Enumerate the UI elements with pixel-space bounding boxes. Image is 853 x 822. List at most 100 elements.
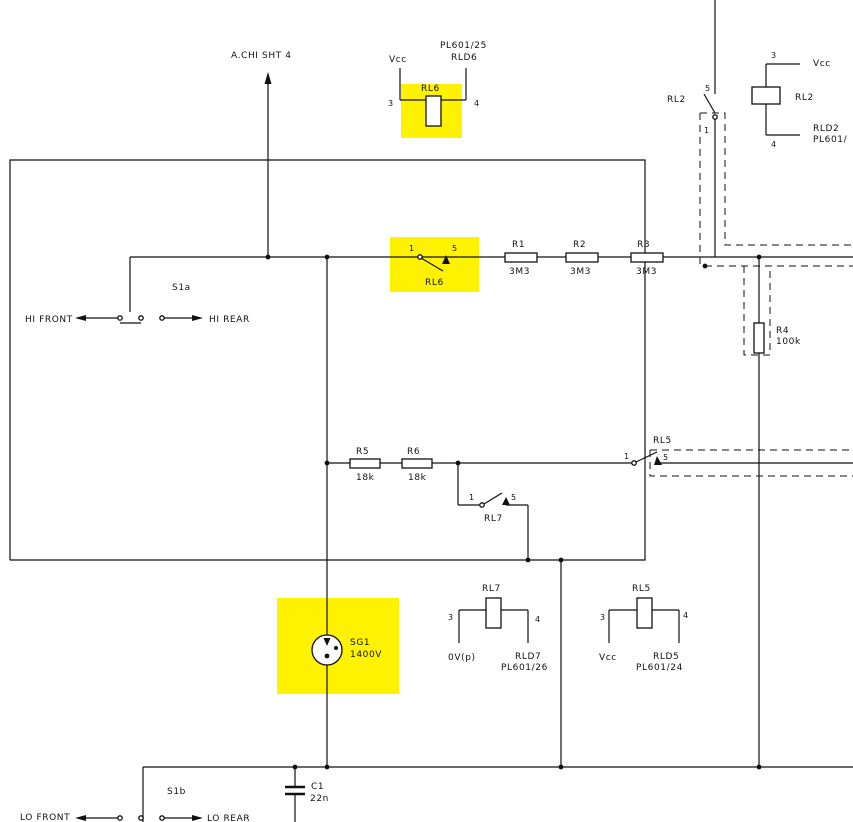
rl6-switch-arrow-icon [442, 255, 450, 264]
hi-rear-arrow-icon [192, 315, 203, 321]
rl7-pin3: 3 [448, 613, 453, 622]
rl5-sw-pin1: 1 [624, 452, 629, 461]
r1-label: R1 [512, 240, 525, 250]
r5-value: 18k [356, 473, 375, 483]
rld5-label: RLD5 [653, 652, 679, 662]
rl6-switch-blade [420, 257, 444, 272]
s1a-label: S1a [172, 283, 191, 293]
achi-arrow-icon [264, 72, 272, 84]
rl5-dashed-bottom [649, 450, 853, 477]
sg1-label: SG1 [350, 638, 370, 648]
r4-label: R4 [776, 326, 789, 336]
rl2-sw-pin5: 5 [705, 84, 710, 93]
pl601-rl2-label: PL601/ [813, 135, 848, 145]
r6-label: R6 [407, 447, 420, 457]
rl6-sw-pin5: 5 [452, 244, 457, 253]
s1b-contact-right [159, 815, 165, 821]
resistor-r1 [504, 252, 538, 263]
c1-label: C1 [311, 782, 324, 792]
junction-dot [558, 764, 564, 770]
rl6-pin4: 4 [474, 99, 479, 108]
hi-rear-label: HI REAR [209, 315, 250, 325]
rl6-pin3: 3 [388, 99, 393, 108]
r4-value: 100k [776, 337, 801, 347]
rl2-coil-box [751, 86, 781, 105]
pl601-24-label: PL601/24 [636, 663, 683, 673]
rl2-coil-pin3: 3 [771, 51, 776, 60]
junction-dot [324, 764, 330, 770]
hi-front-arrow-icon [75, 315, 86, 321]
s1b-contact-left [117, 815, 123, 821]
s1a-contact-mid [138, 315, 144, 321]
achi-label: A.CHI SHT 4 [231, 51, 292, 61]
rl7-switch-blade [483, 492, 503, 505]
r1-value: 3M3 [509, 267, 530, 277]
rl6-sw-pin1: 1 [409, 244, 414, 253]
s1b-label: S1b [167, 787, 186, 797]
pl601-25-label: PL601/25 [440, 41, 487, 51]
resistor-r4 [753, 322, 765, 354]
rl7-sw-pin5: 5 [511, 493, 516, 502]
rl2-vcc-label: Vcc [813, 59, 831, 69]
rl5-sw-label: RL5 [653, 436, 672, 446]
r3-label: R3 [637, 240, 650, 250]
rl5-switch-arrow-icon [654, 456, 662, 465]
rl5-vcc-label: Vcc [599, 653, 617, 663]
rl6-coil-box [425, 95, 442, 127]
r6-value: 18k [408, 473, 427, 483]
rl6-sw-label: RL6 [425, 278, 444, 288]
pl601-26-label: PL601/26 [501, 663, 548, 673]
resistor-r3 [630, 252, 664, 263]
sg1-spark-gap [311, 634, 343, 666]
rl7-pin4: 4 [535, 615, 540, 624]
upper-box [9, 159, 646, 561]
rl5-switch-contact [631, 460, 637, 466]
sg1-bottom-electrode [324, 653, 330, 659]
r5-label: R5 [356, 447, 369, 457]
rl7-coil-label: RL7 [482, 584, 501, 594]
rl5-switch-blade [635, 451, 658, 463]
resistor-r6 [401, 458, 433, 469]
s1a-contact-left [117, 315, 123, 321]
rl7-coil-box [485, 597, 502, 629]
rl6-coil-label: RL6 [421, 84, 440, 94]
rl2-sw-pin1: 1 [704, 126, 709, 135]
r2-label: R2 [573, 240, 586, 250]
r3-value: 3M3 [636, 267, 657, 277]
lo-rear-label: LO REAR [207, 814, 250, 822]
sg1-value: 1400V [350, 650, 382, 660]
sg1-side-dot [334, 646, 338, 650]
r4-dashed-guard [743, 266, 771, 356]
rld7-label: RLD7 [515, 652, 541, 662]
rl7-switch-arrow-icon [502, 497, 510, 505]
rl5-coil-label: RL5 [632, 584, 651, 594]
rl2-switch-contact [712, 114, 718, 120]
rl5-pin3: 3 [600, 613, 605, 622]
rl2-coil-label: RL2 [795, 93, 814, 103]
rl7-switch-contact [479, 502, 485, 508]
rl5-pin4: 4 [683, 611, 688, 620]
s1a-contact-right [159, 315, 165, 321]
rl2-dashed-guard [700, 112, 853, 246]
rl7-sw-label: RL7 [484, 514, 503, 524]
rl7-sw-pin1: 1 [469, 493, 474, 502]
rld2-label: RLD2 [813, 124, 839, 134]
resistor-r5 [349, 458, 381, 469]
rl6-vcc-label: Vcc [389, 55, 407, 65]
resistor-r2 [565, 252, 599, 263]
rl5-coil-box [636, 597, 653, 629]
s1b-contact-mid [138, 815, 144, 821]
junction-dot [525, 557, 531, 563]
rl5-sw-pin5: 5 [663, 453, 668, 462]
junction-dot [265, 254, 271, 260]
hi-front-label: HI FRONT [25, 315, 73, 325]
lo-front-arrow-icon [75, 815, 86, 821]
sg1-top-electrode-icon [323, 638, 331, 646]
rld6-label: RLD6 [451, 53, 477, 63]
highlight-rl6-switch [390, 237, 479, 292]
ov-p-label: 0V(p) [448, 653, 476, 663]
rl2-switch-blade [703, 93, 716, 114]
lo-front-label: LO FRONT [20, 813, 70, 822]
lo-rear-arrow-icon [192, 815, 203, 821]
